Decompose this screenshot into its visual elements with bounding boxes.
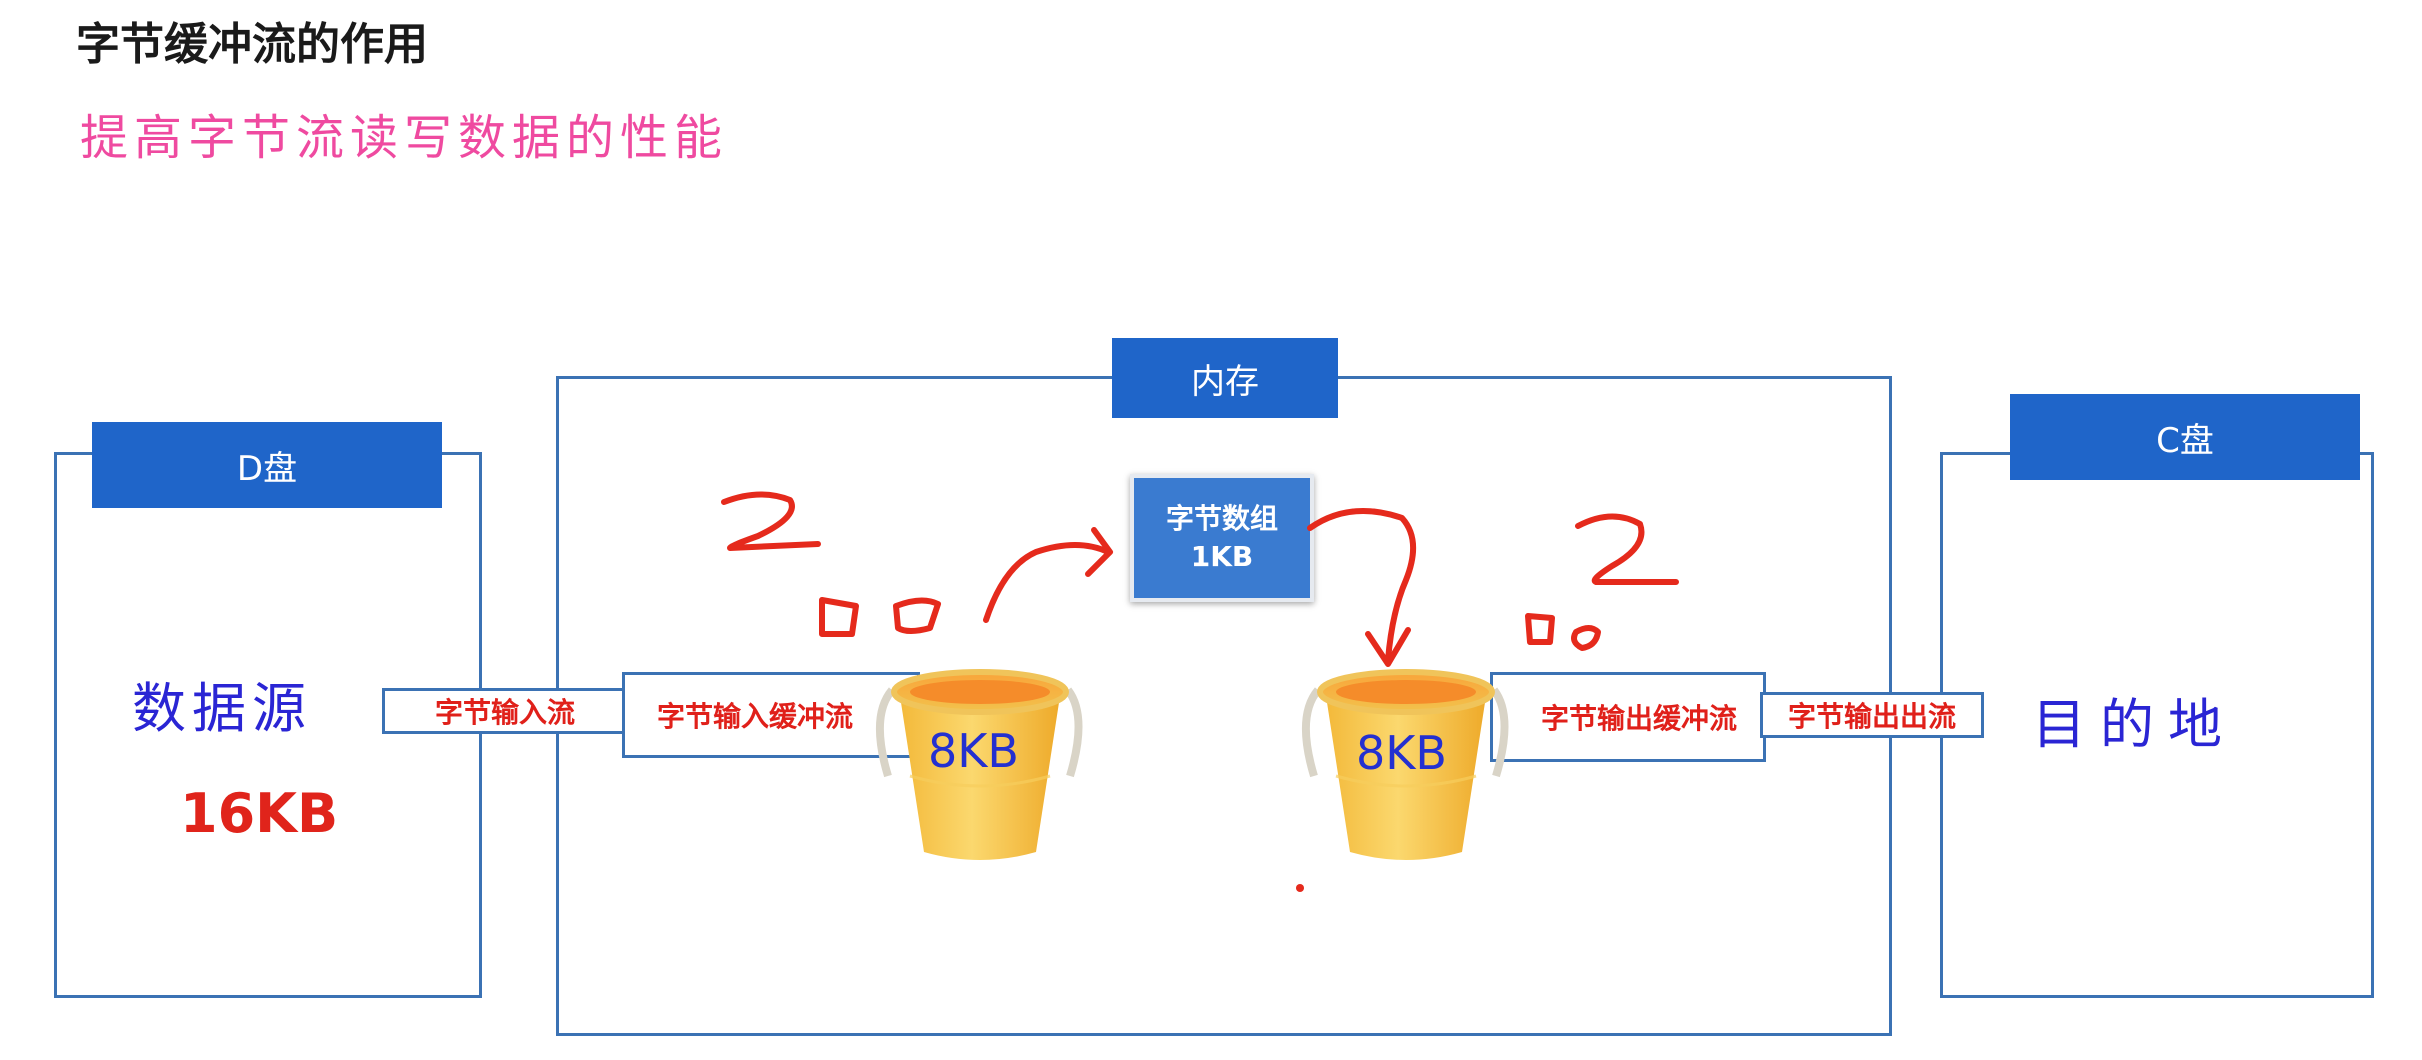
right-number-annotation: 2 [0, 0, 1, 1]
left-number-annotation: 2 [0, 0, 1, 1]
bucket-icon [876, 669, 1083, 860]
page-title: 字节缓冲流的作用 [76, 19, 428, 70]
input-buffer-bucket: 8KB [870, 656, 1090, 866]
data-source-label: 数据源 [132, 677, 312, 740]
page-subtitle: 提高字节流读写数据的性能 [80, 110, 729, 166]
buffered-output-stream-pipe: 字节输出缓冲流 [1490, 672, 1766, 762]
byte-array-label: 字节数组 [1165, 502, 1278, 536]
data-source-size: 16KB [180, 782, 339, 845]
byte-array-box: 字节数组 1KB [1130, 474, 1314, 602]
memory-header: 内存 [1112, 338, 1338, 418]
output-buffer-bucket: 8KB [1296, 656, 1516, 866]
bucket-icon [1302, 669, 1509, 860]
c-disk-header: C盘 [2010, 394, 2360, 480]
byte-array-size: 1KB [1190, 540, 1254, 573]
buffered-input-stream-pipe: 字节输入缓冲流 [622, 672, 920, 758]
d-disk-header: D盘 [92, 422, 442, 508]
destination-label: 目的地 [2032, 693, 2236, 756]
input-bucket-size: 8KB [928, 724, 1019, 778]
byte-input-stream-pipe: 字节输入流 [382, 688, 628, 734]
output-bucket-size: 8KB [1356, 726, 1447, 780]
byte-output-stream-pipe: 字节输出出流 [1760, 692, 1984, 738]
